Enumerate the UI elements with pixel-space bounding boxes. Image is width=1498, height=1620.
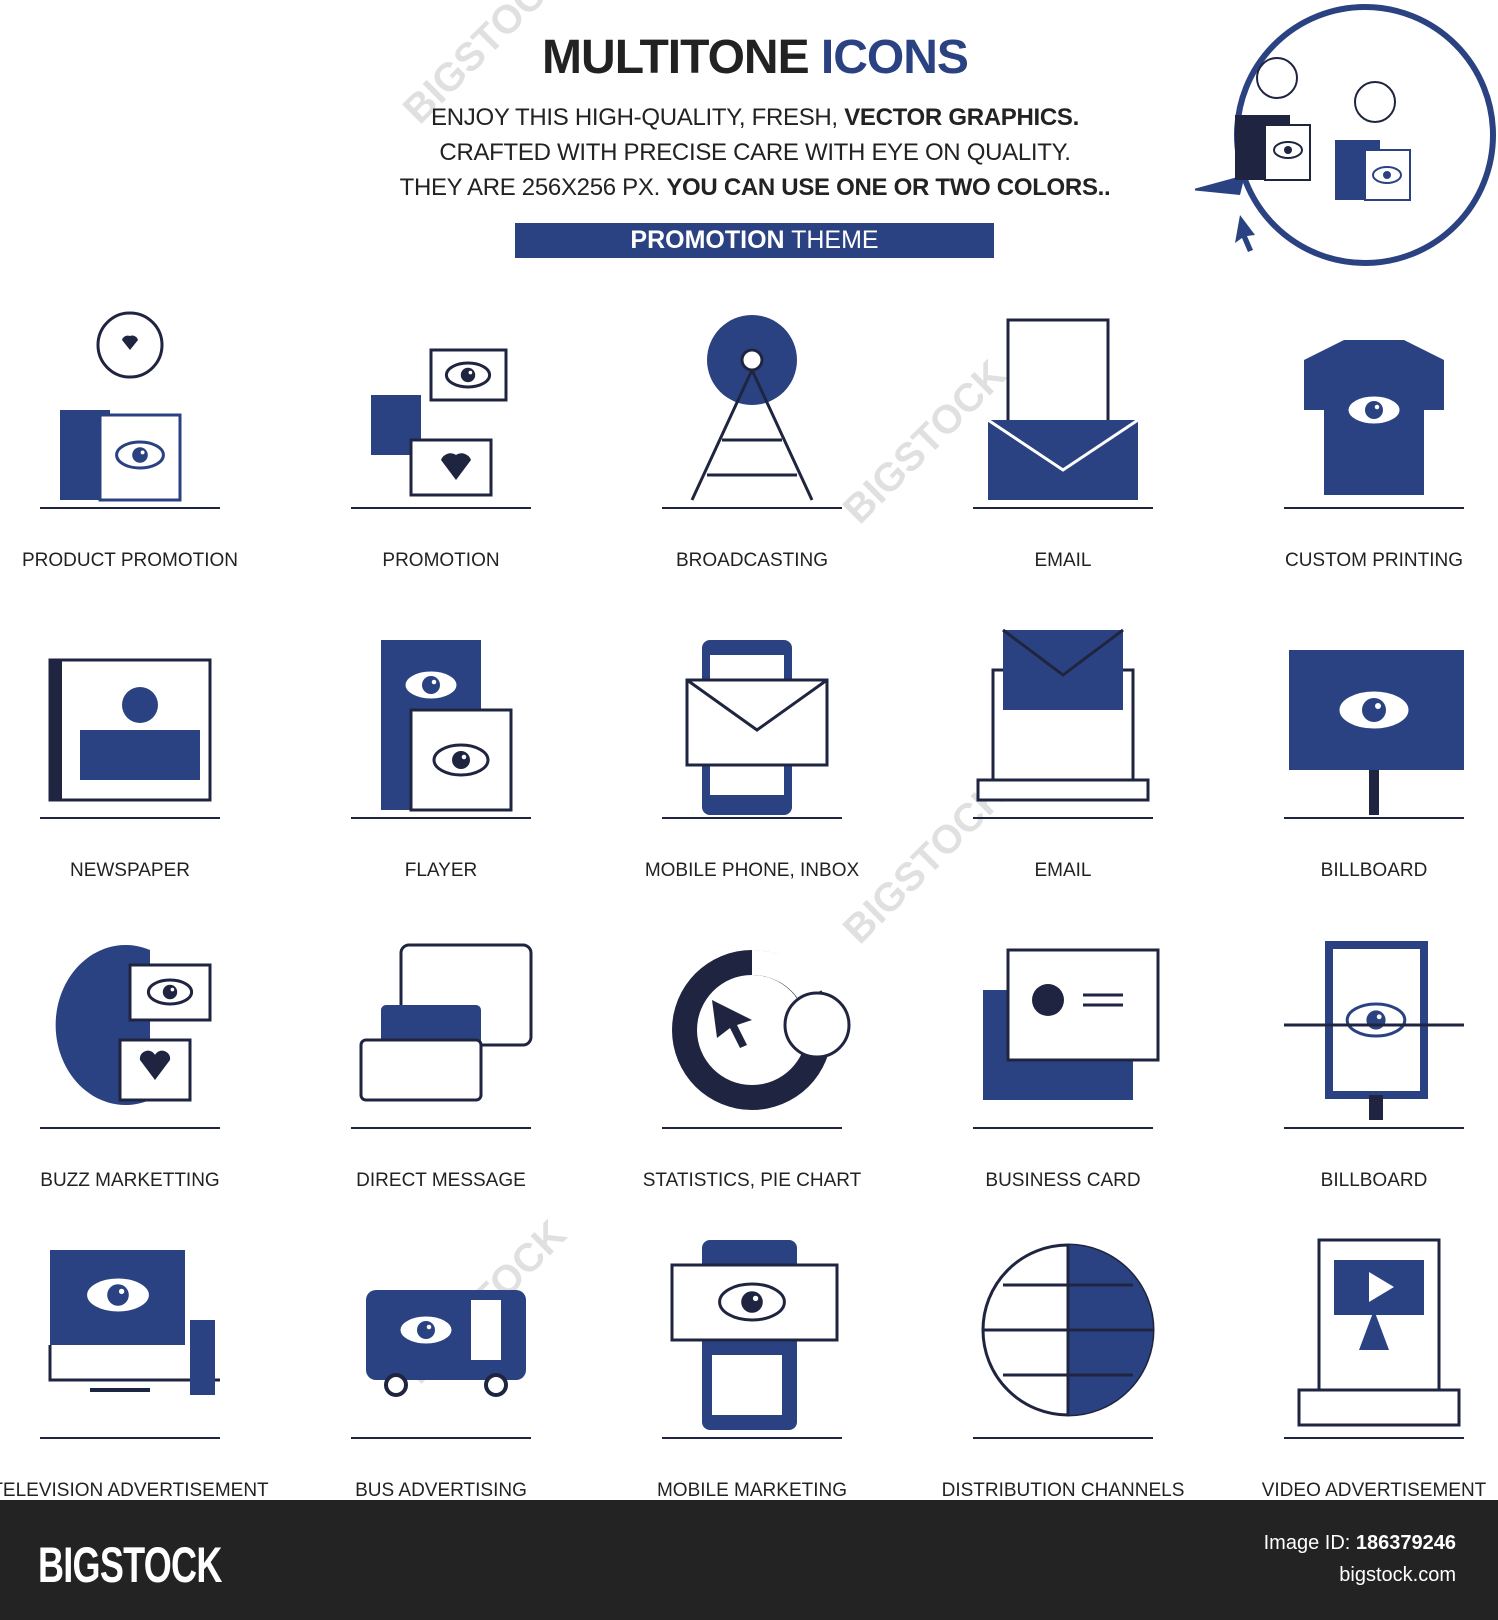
image-id: Image ID: 186379246: [1263, 1532, 1456, 1554]
icon-label: VIDEO ADVERTISEMENT: [1261, 1480, 1487, 1501]
icon-label: DISTRIBUTION CHANNELS: [941, 1480, 1185, 1501]
mobile-touch-icon: [662, 1240, 842, 1439]
icon-label: MOBILE PHONE, INBOX: [644, 860, 860, 881]
billboard-icon: [1284, 650, 1464, 819]
icon-tile: STATISTICS, PIE CHART: [597, 920, 907, 1220]
icon-label: STATISTICS, PIE CHART: [642, 1170, 862, 1191]
subtitle-line-2: CRAFTED WITH PRECISE CARE WITH EYE ON QU…: [439, 139, 1071, 166]
icon-tile: MOBILE PHONE, INBOX: [597, 610, 907, 910]
flyer-icon: [351, 640, 531, 819]
hero-preview-icon: [1195, 4, 1496, 266]
icon-label: BROADCASTING: [675, 550, 829, 571]
icon-tile: FLAYER: [286, 610, 596, 910]
icon-label: BUZZ MARKETTING: [40, 1170, 220, 1191]
envelope-letter-icon: [973, 318, 1153, 509]
subtitle-line-3: THEY ARE 256X256 PX. YOU CAN USE ONE OR …: [399, 174, 1111, 201]
icon-tile: BUSINESS CARD: [908, 920, 1218, 1220]
chat-bubbles-icon: [351, 943, 533, 1129]
subtitle-line-1: ENJOY THIS HIGH-QUALITY, FRESH, VECTOR G…: [431, 104, 1079, 131]
page-title: MULTITONE ICONS: [542, 31, 969, 84]
bigstock-logo: BIGSTOCK: [38, 1537, 222, 1593]
site-link[interactable]: bigstock.com: [1339, 1564, 1456, 1586]
icon-label: DIRECT MESSAGE: [356, 1170, 526, 1191]
icon-tile: VIDEO ADVERTISEMENT: [1219, 1230, 1498, 1530]
globe-icon: [973, 1243, 1155, 1439]
icon-tile: BILLBOARD: [1219, 610, 1498, 910]
icon-label: EMAIL: [1034, 550, 1092, 571]
megaphone-icon: [351, 348, 531, 509]
icon-label: EMAIL: [1034, 860, 1092, 881]
newspaper-icon: [40, 658, 220, 819]
box-balloon-icon: [40, 311, 220, 509]
phone-mail-icon: [662, 640, 842, 819]
icon-label: MOBILE MARKETING: [656, 1480, 848, 1501]
icon-label: FLAYER: [404, 860, 478, 881]
icon-label: PRODUCT PROMOTION: [21, 550, 239, 571]
tv-icon: [40, 1250, 220, 1439]
icon-tile: DISTRIBUTION CHANNELS: [908, 1230, 1218, 1530]
icon-tile: DIRECT MESSAGE: [286, 920, 596, 1220]
icon-label: PROMOTION: [382, 550, 500, 571]
icon-tile: PRODUCT PROMOTION: [0, 300, 285, 600]
icon-tile: PROMOTION: [286, 300, 596, 600]
icon-label: TELEVISION ADVERTISEMENT: [0, 1480, 269, 1501]
laptop-mail-icon: [973, 628, 1153, 819]
icon-tile: BROADCASTING: [597, 300, 907, 600]
icon-label: NEWSPAPER: [69, 860, 190, 881]
icon-tile: NEWSPAPER: [0, 610, 285, 910]
icon-tile: TELEVISION ADVERTISEMENT: [0, 1230, 285, 1530]
business-card-icon: [973, 948, 1160, 1129]
icon-label: CUSTOM PRINTING: [1284, 550, 1464, 571]
icon-tile: EMAIL: [908, 610, 1218, 910]
tshirt-icon: [1284, 340, 1464, 509]
bus-icon: [351, 1290, 531, 1439]
icon-label: BILLBOARD: [1320, 1170, 1428, 1191]
icon-tile: BILLBOARD: [1219, 920, 1498, 1220]
pie-chart-icon: [662, 949, 851, 1129]
icon-tile: MOBILE MARKETING: [597, 1230, 907, 1530]
video-laptop-icon: [1284, 1238, 1464, 1439]
icon-label: BILLBOARD: [1320, 860, 1428, 881]
vertical-billboard-icon: [1284, 941, 1464, 1129]
icon-tile: CUSTOM PRINTING: [1219, 300, 1498, 600]
antenna-tower-icon: [662, 315, 842, 509]
icon-tile: BUZZ MARKETTING: [0, 920, 285, 1220]
head-speech-icon: [40, 945, 220, 1129]
footer: BIGSTOCK Image ID: 186379246 bigstock.co…: [0, 1500, 1498, 1620]
icon-tile: BUS ADVERTISING: [286, 1230, 596, 1530]
icon-label: BUSINESS CARD: [985, 1170, 1141, 1191]
theme-banner: PROMOTION THEME: [515, 223, 994, 258]
icon-tile: EMAIL: [908, 300, 1218, 600]
icon-label: BUS ADVERTISING: [355, 1480, 527, 1501]
